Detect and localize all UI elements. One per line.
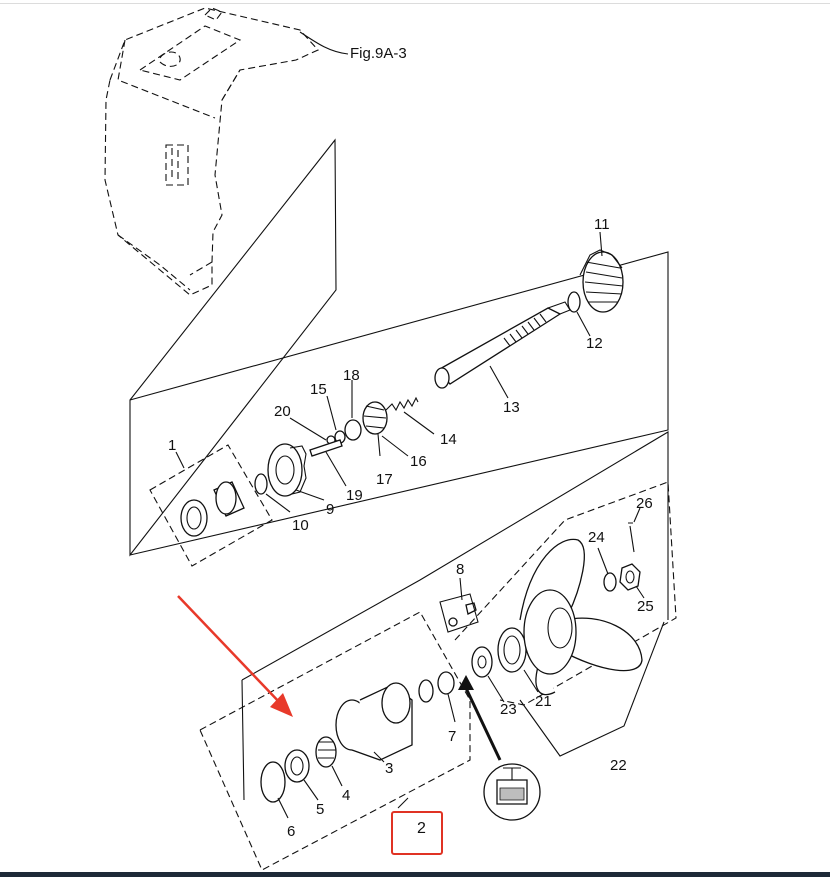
leader-21: [523, 669, 539, 693]
callout-12: 12: [586, 335, 603, 352]
leader-2: [397, 797, 409, 809]
bearing-1: [180, 481, 245, 537]
leader-15: [326, 395, 337, 431]
leader-16: [381, 435, 409, 457]
pinion-gear-16: [362, 401, 388, 435]
callout-10: 10: [292, 517, 309, 534]
callout-6: 6: [287, 823, 295, 840]
window-bottom-bar: [0, 872, 830, 877]
pin-17: [377, 433, 381, 457]
callout-5: 5: [316, 801, 324, 818]
callout-23: 23: [500, 701, 517, 718]
callout-3: 3: [385, 760, 393, 777]
propeller-callout-lines: [519, 621, 665, 757]
highlight-box-part-2: [391, 811, 443, 855]
leader-24: [597, 547, 609, 575]
washer-12: [567, 291, 581, 313]
callout-14: 14: [440, 431, 457, 448]
leader-14: [403, 411, 435, 435]
callout-22: 22: [610, 757, 627, 774]
callout-26: 26: [636, 495, 653, 512]
thrust-washer-23: [471, 646, 493, 678]
bolt-8: [439, 593, 479, 633]
leader-5: [303, 779, 319, 801]
leader-23: [487, 675, 505, 703]
red-annotation-arrow: [177, 595, 293, 717]
callout-11: 11: [594, 216, 610, 233]
spring-14: [385, 396, 419, 412]
circlip-6: [260, 761, 286, 803]
propeller-22: [519, 538, 643, 696]
leader-11: [599, 231, 603, 257]
shaft-frame-lines: [129, 251, 669, 556]
drive-shaft-13: [434, 301, 571, 389]
leader-26: [633, 507, 641, 523]
callout-9: 9: [326, 501, 334, 518]
callout-25: 25: [637, 598, 654, 615]
prop-frame-lines: [241, 431, 669, 801]
grease-symbol: [458, 675, 541, 821]
callout-7: 7: [448, 728, 456, 745]
circlip-18: [344, 419, 362, 441]
leader-25: [635, 585, 645, 599]
bearing-group-box-1: [149, 444, 273, 567]
leader-6: [277, 797, 289, 819]
callout-16: 16: [410, 453, 427, 470]
callout-24: 24: [588, 529, 605, 546]
leader-10: [265, 493, 291, 513]
callout-4: 4: [342, 787, 350, 804]
callout-20: 20: [274, 403, 291, 420]
leader-3: [373, 751, 385, 763]
propeller-group-box: [454, 481, 677, 706]
callout-17: 17: [376, 471, 393, 488]
leader-8: [459, 577, 463, 601]
leader-12: [576, 311, 591, 337]
callout-21: 21: [535, 693, 552, 710]
reverse-gear-9: [267, 443, 307, 497]
callout-2: 2: [417, 820, 426, 837]
callout-1: 1: [168, 437, 176, 454]
callout-13: 13: [503, 399, 520, 416]
forward-gear-11: [579, 249, 624, 313]
figure-reference: Fig.9A-3: [350, 45, 407, 62]
bearing-5: [284, 749, 310, 783]
plunger-19: [309, 439, 343, 457]
washer-10: [254, 473, 268, 495]
washer-24: [603, 572, 617, 592]
leader-7: [447, 693, 456, 723]
bearing-housing-box-2: [199, 611, 471, 871]
callout-19: 19: [346, 487, 363, 504]
leader-13: [489, 365, 509, 399]
lower-casing-housing: [104, 7, 319, 296]
leader-19: [325, 451, 347, 487]
oil-seal-7a: [418, 679, 434, 703]
leader-1: [175, 451, 185, 469]
nut-25: [619, 563, 641, 591]
bearing-housing-3: [335, 682, 413, 761]
needle-bearing-4: [315, 736, 337, 768]
oil-seal-7b: [437, 671, 455, 695]
callout-15: 15: [310, 381, 327, 398]
leader-4: [331, 765, 343, 787]
cotter-pin-26: [628, 522, 635, 553]
leader-20: [289, 417, 327, 441]
callout-8: 8: [456, 561, 464, 578]
reference-leader: [299, 31, 349, 55]
housing-frame-lines: [129, 138, 337, 557]
spacer-21: [497, 627, 527, 673]
leader-9: [295, 489, 325, 501]
top-divider: [0, 3, 830, 4]
callout-18: 18: [343, 367, 360, 384]
